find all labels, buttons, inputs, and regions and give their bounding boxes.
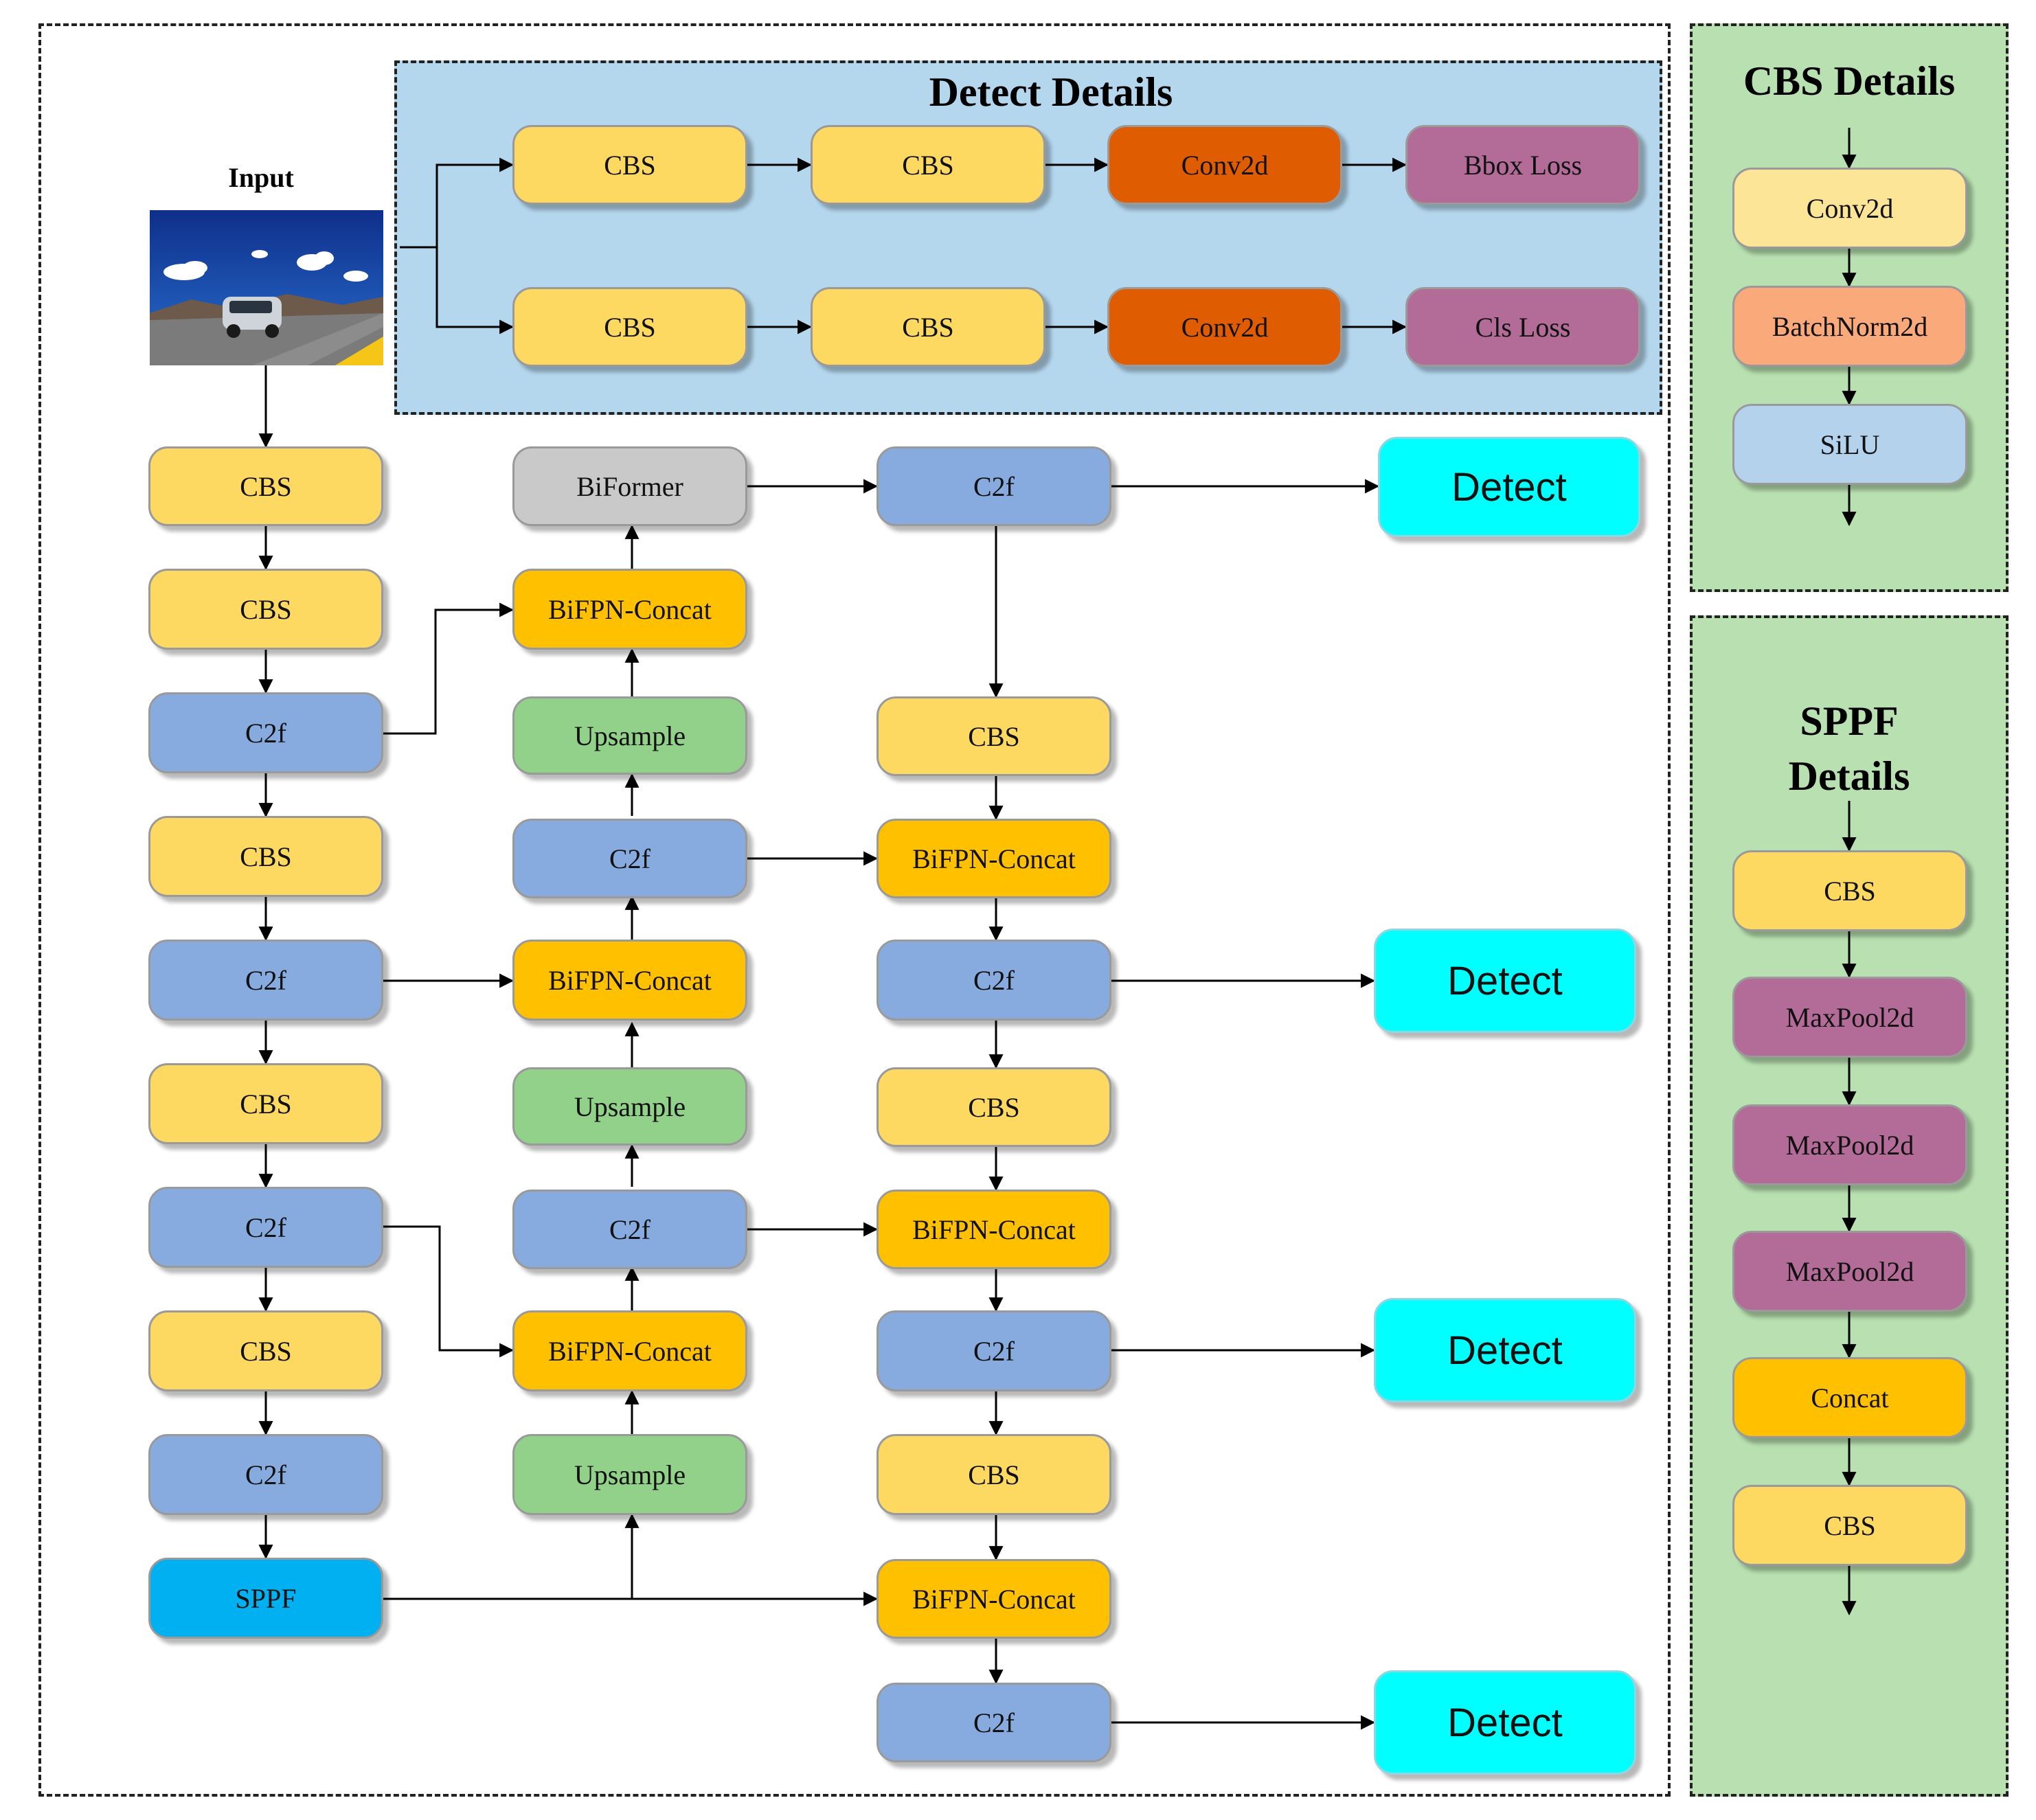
cbs-details-silu: SiLU bbox=[1732, 404, 1967, 485]
detect-output-2: Detect bbox=[1374, 929, 1636, 1033]
backbone-sppf: SPPF bbox=[148, 1558, 383, 1639]
sppf-details-cbs-2: CBS bbox=[1732, 1485, 1967, 1566]
input-image bbox=[150, 210, 383, 365]
detect-row1-conv2d: Conv2d bbox=[1107, 125, 1342, 205]
head-c2f-3: C2f bbox=[876, 1310, 1111, 1391]
detect-details-title: Detect Details bbox=[929, 69, 1173, 115]
detect-row2-cbs-2: CBS bbox=[811, 287, 1045, 367]
detect-row1-cbs-1: CBS bbox=[512, 125, 747, 205]
backbone-c2f-3: C2f bbox=[148, 1187, 383, 1268]
detect-row2-cls-loss: Cls Loss bbox=[1405, 287, 1640, 367]
head-c2f-4: C2f bbox=[876, 1683, 1111, 1762]
backbone-cbs-3: CBS bbox=[148, 816, 383, 897]
cbs-details-conv2d: Conv2d bbox=[1732, 168, 1967, 249]
neck-c2f-1: C2f bbox=[512, 819, 747, 898]
head-c2f-1: C2f bbox=[876, 446, 1111, 526]
head-cbs-2: CBS bbox=[876, 1067, 1111, 1147]
backbone-cbs-1: CBS bbox=[148, 446, 383, 526]
backbone-cbs-5: CBS bbox=[148, 1310, 383, 1391]
c2f-to-bifpn-top bbox=[383, 602, 514, 735]
input-image-illustration bbox=[150, 210, 383, 365]
input-label: Input bbox=[228, 162, 294, 193]
sppf-details-maxpool2d-2: MaxPool2d bbox=[1732, 1104, 1967, 1185]
main-panel bbox=[38, 23, 1671, 1797]
detect-branch-lower bbox=[436, 247, 514, 334]
neck-bifpn-concat-3: BiFPN-Concat bbox=[512, 1310, 747, 1391]
head-bifpn-concat-1: BiFPN-Concat bbox=[876, 819, 1111, 898]
sppf-details-title-line1: SPPF bbox=[1800, 698, 1899, 744]
neck-bifpn-concat-1: BiFPN-Concat bbox=[512, 569, 747, 650]
neck-bifpn-concat-2: BiFPN-Concat bbox=[512, 940, 747, 1021]
sppf-details-maxpool2d-3: MaxPool2d bbox=[1732, 1231, 1967, 1312]
sppf-details-cbs-1: CBS bbox=[1732, 850, 1967, 931]
head-bifpn-concat-2: BiFPN-Concat bbox=[876, 1190, 1111, 1269]
backbone-cbs-4: CBS bbox=[148, 1063, 383, 1144]
sppf-details-title-line2: Details bbox=[1788, 753, 1910, 799]
backbone-c2f-4: C2f bbox=[148, 1434, 383, 1515]
detect-row1-cbs-2: CBS bbox=[811, 125, 1045, 205]
detect-output-4: Detect bbox=[1374, 1670, 1636, 1775]
sppf-details-concat: Concat bbox=[1732, 1357, 1967, 1438]
backbone-c2f-2: C2f bbox=[148, 940, 383, 1021]
backbone-cbs-2: CBS bbox=[148, 569, 383, 650]
neck-upsample-3: Upsample bbox=[512, 1434, 747, 1515]
cbs-details-batchnorm2d: BatchNorm2d bbox=[1732, 286, 1967, 367]
backbone-c2f-1: C2f bbox=[148, 692, 383, 773]
detect-row1-bbox-loss: Bbox Loss bbox=[1405, 125, 1640, 205]
head-bifpn-concat-3: BiFPN-Concat bbox=[876, 1559, 1111, 1639]
detect-output-3: Detect bbox=[1374, 1298, 1636, 1402]
head-c2f-2: C2f bbox=[876, 940, 1111, 1021]
neck-biformer: BiFormer bbox=[512, 446, 747, 526]
cbs-details-title: CBS Details bbox=[1743, 58, 1956, 104]
detect-output-1: Detect bbox=[1378, 437, 1640, 537]
detect-branch-upper bbox=[436, 157, 514, 247]
sppf-details-maxpool2d-1: MaxPool2d bbox=[1732, 977, 1967, 1058]
detect-row2-conv2d: Conv2d bbox=[1107, 287, 1342, 367]
detect-row2-cbs-1: CBS bbox=[512, 287, 747, 367]
neck-upsample-2: Upsample bbox=[512, 1067, 747, 1146]
head-cbs-1: CBS bbox=[876, 696, 1111, 776]
neck-c2f-2: C2f bbox=[512, 1190, 747, 1269]
neck-upsample-1: Upsample bbox=[512, 696, 747, 775]
head-cbs-3: CBS bbox=[876, 1434, 1111, 1515]
c2f-to-bifpn-low bbox=[383, 1225, 514, 1358]
